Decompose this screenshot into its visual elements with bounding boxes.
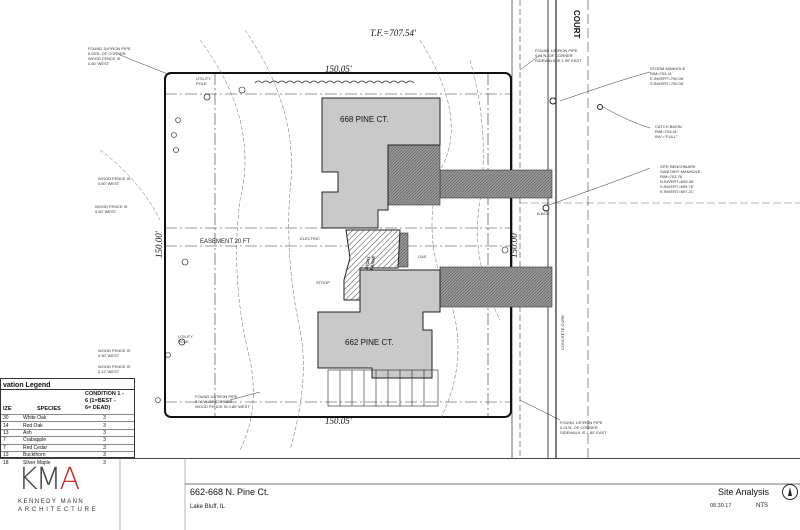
electric-label: ELECTRIC: [300, 236, 320, 241]
dim-left: 150.00': [154, 230, 164, 258]
stoop-label: STOOP: [316, 280, 330, 285]
legend-cell-size: 13: [1, 428, 21, 437]
catch-basin-icon: [597, 104, 603, 110]
storm-manhole-icon: [549, 97, 557, 105]
sanitary-manhole-icon: [542, 204, 550, 212]
top-elevation: T.F.=707.54': [370, 28, 417, 38]
bbox-label: B-BOX: [537, 211, 550, 216]
leader-lines: [119, 54, 651, 421]
legend-col-condition: CONDITION 1 - 6 (1=BEST - 6= DEAD): [85, 391, 124, 411]
project-location: Lake Bluff, IL: [190, 504, 225, 510]
logo-firm-type: ARCHITECTURE: [18, 507, 99, 513]
utility-pole-left-icon: [178, 338, 186, 346]
legend-cell-species: Crabapple: [21, 436, 75, 445]
legend-cell-species: Red Cedar: [21, 443, 75, 452]
concrete-curb-label: CONCRETE CURB: [560, 315, 565, 350]
logo-accent: A: [59, 462, 80, 497]
legend-cell-condition: 3: [75, 443, 134, 452]
front-steps: [327, 369, 439, 407]
legend-cell-species: Silver Maple: [21, 458, 75, 466]
dim-right: 150.00': [509, 230, 519, 258]
legend-cell-size: 7: [1, 436, 21, 445]
legend-col-species: SPECIES: [37, 406, 61, 412]
legend-cell-species: Red Oak: [21, 421, 75, 430]
legend-cell-size: 13: [1, 450, 21, 459]
sheet-title: Site Analysis: [718, 487, 770, 497]
north-arrow-icon: [782, 484, 798, 500]
building-662-label: 662 PINE CT.: [345, 338, 393, 347]
tree-symbols: [155, 86, 509, 403]
legend-cell-condition: 3: [75, 421, 134, 430]
legend-col-size: IZE: [3, 406, 12, 412]
legend-title: vation Legend: [3, 382, 51, 389]
legend-cell-condition: 3: [75, 436, 134, 445]
project-name: 662-668 N. Pine Ct.: [190, 487, 270, 497]
driveway-south: [439, 266, 553, 308]
legend-cell-species: Ash: [21, 428, 75, 437]
sheet-scale: NTS: [756, 503, 768, 509]
dim-bottom: 150.05': [325, 416, 353, 426]
legend-cell-condition: 3: [75, 413, 134, 422]
building-662: [317, 269, 441, 379]
tree-legend: vation Legend IZE SPECIES CONDITION 1 - …: [0, 378, 135, 466]
easement-label: EASEMENT 20 FT: [200, 239, 251, 245]
legend-cell-condition: 3: [75, 450, 134, 459]
logo-firm-name: KENNEDY MANN: [18, 499, 85, 505]
legend-header: IZE SPECIES CONDITION 1 - 6 (1=BEST - 6=…: [1, 389, 134, 415]
driveway-north: [439, 169, 553, 199]
legend-cell-condition: 3: [75, 458, 134, 466]
legend-cell-size: 14: [1, 421, 21, 430]
property-boundary: [164, 72, 512, 418]
connector-label: TWO STORYBRK. FRAME: [362, 254, 376, 281]
easement-lines: [165, 73, 511, 417]
legend-cell-size: 30: [1, 413, 21, 422]
street-name: COURT: [572, 10, 581, 39]
legend-cell-species: White Oak: [21, 413, 75, 422]
sheet-date: 08.30.17: [710, 503, 732, 509]
site-plan-drawing: COURT CONCRETE CURB 668 PINE CT. TWO STO…: [88, 0, 800, 458]
legend-cell-species: Buckthorn: [21, 450, 75, 459]
legend-cell-size: 18: [1, 458, 21, 466]
building-668-label: 668 PINE CT.: [340, 115, 388, 124]
legend-cell-condition: 3: [75, 428, 134, 437]
legend-cell-size: 7: [1, 443, 21, 452]
utility-pole-top-icon: [203, 93, 211, 101]
garage-pad-north: [387, 144, 441, 206]
logo-letters: KM: [18, 462, 62, 497]
gas-label: GAS: [418, 254, 427, 259]
dim-top: 150.05': [325, 64, 353, 74]
contour-lines: [99, 29, 501, 451]
hedge-row: [254, 80, 415, 84]
title-block: [0, 458, 800, 530]
building-668: [321, 97, 441, 229]
